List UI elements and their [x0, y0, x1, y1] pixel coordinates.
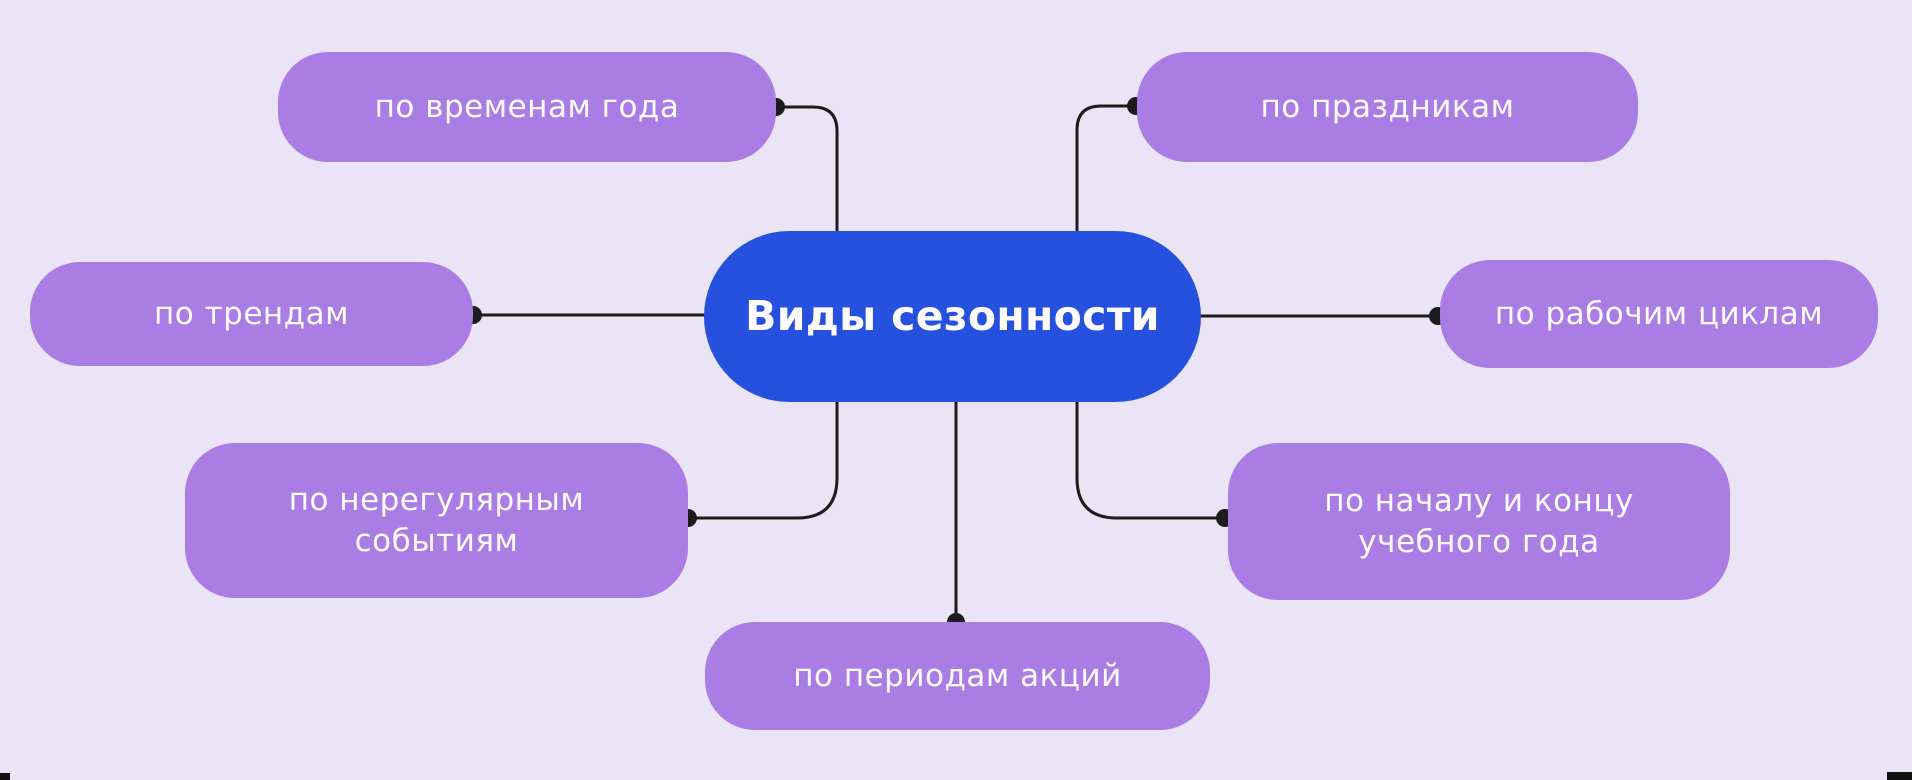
center-node-label: Виды сезонности: [745, 291, 1160, 340]
corner-mark-right: [1887, 772, 1912, 780]
node-school-year-label: по началу и концу учебного года: [1324, 483, 1634, 560]
center-node: Виды сезонности: [704, 231, 1201, 402]
node-trends: по трендам: [30, 262, 473, 366]
node-irregular-events-label: по нерегулярным событиям: [288, 482, 585, 559]
node-work-cycles-label: по рабочим циклам: [1494, 295, 1824, 332]
node-promo-periods: по периодам акций: [705, 622, 1210, 730]
corner-mark-left: [0, 773, 10, 780]
node-school-year: по началу и концу учебного года: [1228, 443, 1730, 600]
node-seasons: по временам года: [278, 52, 776, 162]
connector-school-year: [1075, 400, 1225, 520]
node-work-cycles: по рабочим циклам: [1440, 260, 1878, 368]
node-holidays: по праздникам: [1137, 52, 1638, 162]
node-holidays-label: по праздникам: [1260, 88, 1515, 125]
connector-irregular: [688, 400, 839, 520]
node-irregular-events: по нерегулярным событиям: [185, 443, 688, 598]
node-promo-periods-label: по периодам акций: [793, 657, 1122, 694]
node-seasons-label: по временам года: [374, 88, 680, 125]
node-trends-label: по трендам: [154, 295, 349, 332]
connector-seasons: [776, 105, 839, 233]
connector-holidays: [1075, 104, 1136, 233]
